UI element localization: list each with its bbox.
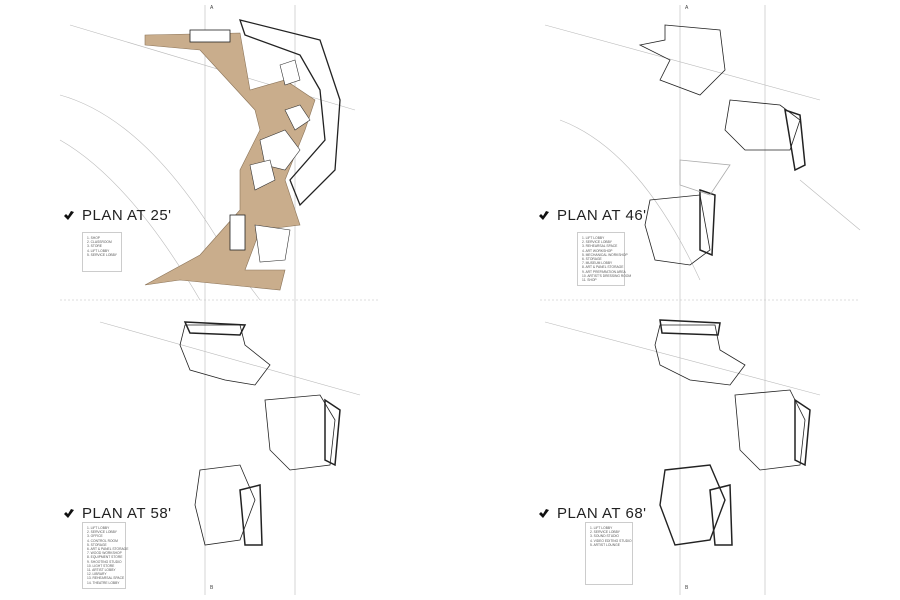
legend-item: 3. SOUND STUDIO bbox=[590, 534, 619, 539]
plan-25-drawing bbox=[144, 19, 341, 291]
legend-item: 11. SHOP bbox=[582, 278, 597, 283]
plan-58-drawing bbox=[179, 321, 341, 546]
legend-item: 1. SHOP bbox=[87, 236, 101, 240]
legend-item: 9. SHOOTING STUDIO bbox=[87, 559, 122, 564]
section-marker-a: A bbox=[685, 5, 689, 11]
legend-item: 7. MUSEUM LOBBY bbox=[582, 261, 613, 266]
legend-item: 1. LIFT LOBBY bbox=[87, 526, 110, 530]
legend-item: 3. REHEARSAL SPACE bbox=[582, 244, 618, 249]
plan-title-text: PLAN AT 46' bbox=[557, 207, 647, 224]
logo-icon bbox=[64, 210, 74, 220]
plan-title-68: PLAN AT 68' bbox=[537, 505, 647, 522]
legend-25: 1. SHOP 2. CLASSROOM 3. STORE 4. LIFT LO… bbox=[82, 232, 122, 272]
legend-item: 5. STORAGE bbox=[87, 542, 107, 547]
legend-item: 5. SERVICE LOBBY bbox=[87, 252, 117, 257]
legend-item: 2. SERVICE LOBBY bbox=[582, 240, 612, 245]
legend-item: 4. CONTROL ROOM bbox=[87, 538, 118, 543]
legend-item: 6. ART & PANEL STORAGE bbox=[87, 547, 129, 552]
plan-title-25: PLAN AT 25' bbox=[62, 207, 172, 224]
legend-item: 1. LIFT LOBBY bbox=[590, 526, 613, 530]
logo-icon bbox=[64, 508, 74, 518]
legend-item: 5. ARTIST LOUNGE bbox=[590, 542, 620, 547]
legend-item: 4. ART WORKSHOP bbox=[582, 248, 613, 253]
legend-item: 8. ART & PANEL STORAGE bbox=[582, 265, 624, 270]
legend-item: 2. SERVICE LOBBY bbox=[87, 530, 117, 535]
legend-item: 7. WOOD WORKSHOP bbox=[87, 551, 122, 556]
legend-item: 13. REHEARSAL SPACE bbox=[87, 576, 125, 581]
plan-68-drawing bbox=[654, 319, 811, 546]
plan-title-text: PLAN AT 25' bbox=[82, 207, 172, 224]
plan-title-text: PLAN AT 58' bbox=[82, 505, 172, 522]
legend-item: 4. LIFT LOBBY bbox=[87, 248, 110, 253]
legend-68: 1. LIFT LOBBY 2. SERVICE LOBBY 3. SOUND … bbox=[585, 522, 633, 585]
section-marker-b: B bbox=[210, 585, 214, 591]
plan-title-58: PLAN AT 58' bbox=[62, 505, 172, 522]
section-marker-b: B bbox=[685, 585, 689, 591]
legend-item: 3. OFFICE bbox=[87, 534, 103, 539]
logo-icon bbox=[539, 210, 549, 220]
plan-46-drawing bbox=[638, 24, 806, 266]
logo-icon bbox=[539, 508, 549, 518]
section-marker-a: A bbox=[210, 5, 214, 11]
legend-item: 14. THEATRE LOBBY bbox=[87, 580, 120, 585]
plan-title-46: PLAN AT 46' bbox=[537, 207, 647, 224]
legend-item: 11. ARTIST LOBBY bbox=[87, 568, 116, 573]
legend-item: 10. ARTIST'S DRESSING ROOM bbox=[582, 273, 632, 278]
legend-item: 8. EQUIPMENT STORE bbox=[87, 555, 123, 560]
legend-item: 9. ART PREPARATION AREA bbox=[582, 269, 626, 274]
legend-item: 2. SERVICE LOBBY bbox=[590, 530, 620, 535]
legend-item: 6. STORAGE bbox=[582, 257, 602, 262]
legend-58: 1. LIFT LOBBY 2. SERVICE LOBBY 3. OFFICE… bbox=[82, 522, 129, 589]
legend-item: 2. CLASSROOM bbox=[87, 240, 112, 245]
legend-item: 12. LIBRARY bbox=[87, 572, 107, 577]
legend-item: 5. MECHANICAL WORKSHOP bbox=[582, 252, 628, 257]
legend-item: 3. STORE bbox=[87, 244, 102, 249]
legend-item: 4. VIDEO EDITING STUDIO bbox=[590, 538, 632, 543]
legend-item: 1. LIFT LOBBY bbox=[582, 236, 605, 240]
plan-title-text: PLAN AT 68' bbox=[557, 505, 647, 522]
legend-item: 10. LIGHT STORE bbox=[87, 563, 115, 568]
legend-46: 1. LIFT LOBBY 2. SERVICE LOBBY 3. REHEAR… bbox=[577, 232, 632, 287]
